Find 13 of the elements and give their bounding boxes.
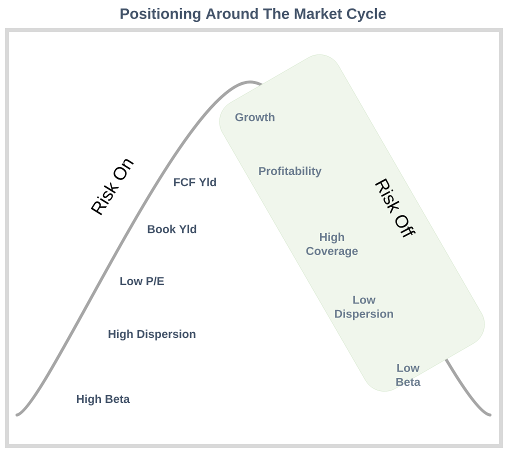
- factor-label: Low P/E: [120, 276, 164, 286]
- factor-label: High Dispersion: [108, 330, 196, 340]
- factor-label: Low Beta: [396, 364, 421, 386]
- phase-label: Risk Off: [375, 178, 416, 238]
- chart-frame: [5, 28, 503, 448]
- factor-label: FCF Yld: [174, 178, 216, 186]
- factor-label: High Beta: [76, 394, 130, 406]
- factor-label: Profitability: [259, 166, 322, 178]
- factor-label: High Coverage: [306, 232, 358, 258]
- factor-label: Low Dispersion: [335, 296, 393, 320]
- factor-label: Book Yld: [148, 224, 196, 234]
- factor-label: Growth: [235, 112, 274, 122]
- title: Positioning Around The Market Cycle: [120, 8, 386, 22]
